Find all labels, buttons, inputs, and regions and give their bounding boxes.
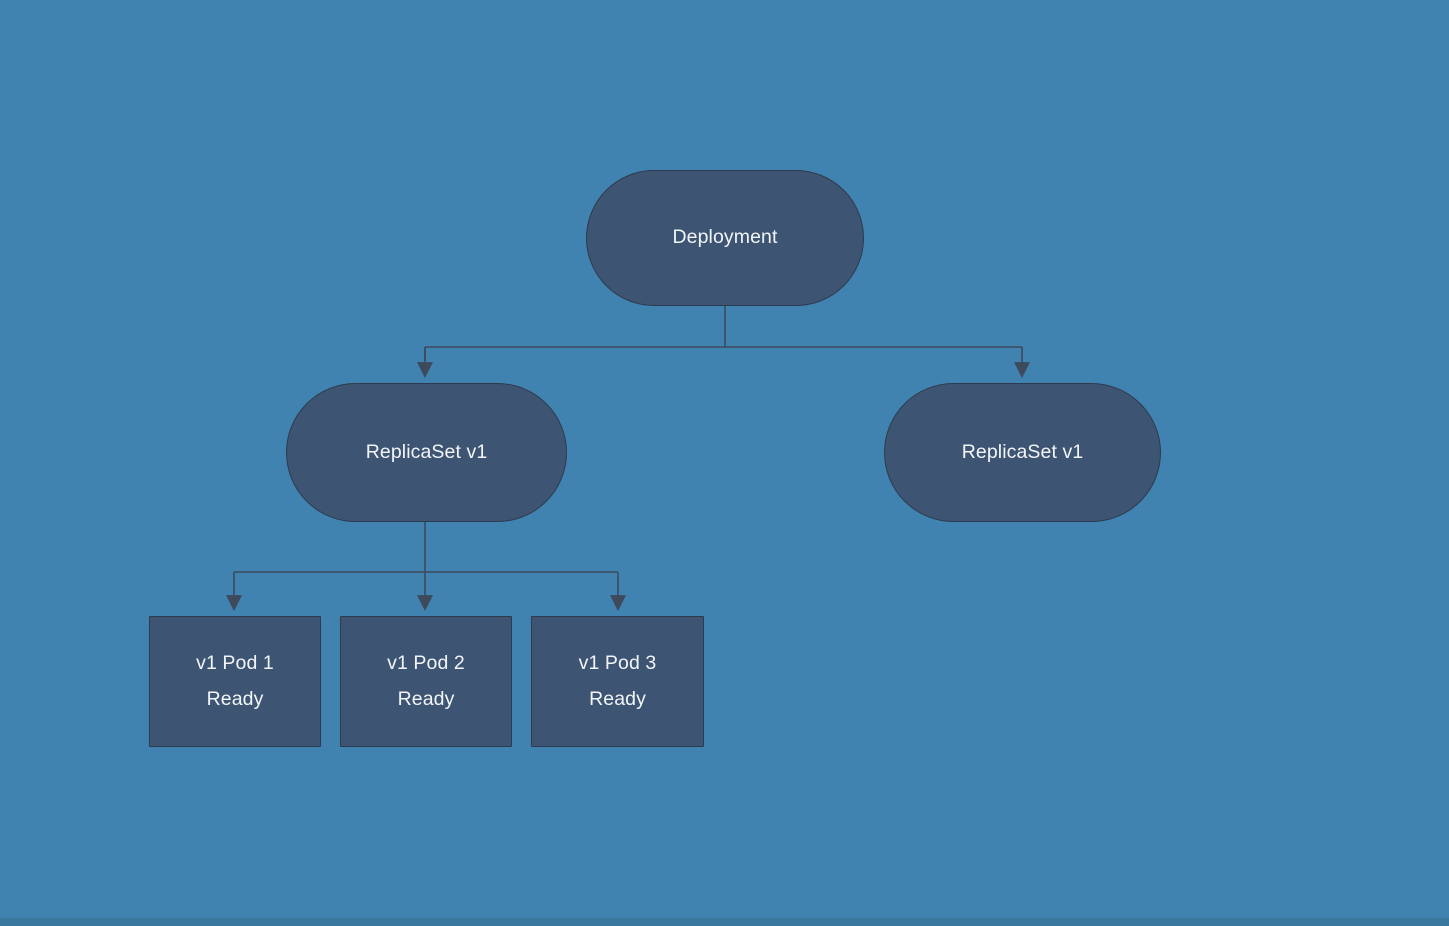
node-pod-2-status: Ready xyxy=(397,688,455,710)
node-pod-1-label: v1 Pod 1 xyxy=(196,651,274,674)
node-pod-1[interactable]: v1 Pod 1 Ready xyxy=(149,616,321,747)
bottom-edge-strip xyxy=(0,918,1449,926)
node-pod-3-status: Ready xyxy=(589,688,646,710)
node-replicaset-left[interactable]: ReplicaSet v1 xyxy=(286,383,567,522)
node-pod-3-label: v1 Pod 3 xyxy=(578,651,657,674)
node-deployment-label: Deployment xyxy=(672,226,778,249)
node-pod-1-status: Ready xyxy=(206,688,264,710)
node-pod-3[interactable]: v1 Pod 3 Ready xyxy=(531,616,704,747)
edge-deployment-to-replicasets xyxy=(417,306,1030,379)
node-pod-2-label: v1 Pod 2 xyxy=(387,651,465,674)
node-deployment[interactable]: Deployment xyxy=(586,170,864,306)
node-replicaset-right-label: ReplicaSet v1 xyxy=(961,440,1084,463)
edge-replicaset-to-pods xyxy=(226,522,626,612)
node-replicaset-left-label: ReplicaSet v1 xyxy=(365,440,488,463)
node-replicaset-right[interactable]: ReplicaSet v1 xyxy=(884,383,1161,522)
node-pod-2[interactable]: v1 Pod 2 Ready xyxy=(340,616,512,747)
